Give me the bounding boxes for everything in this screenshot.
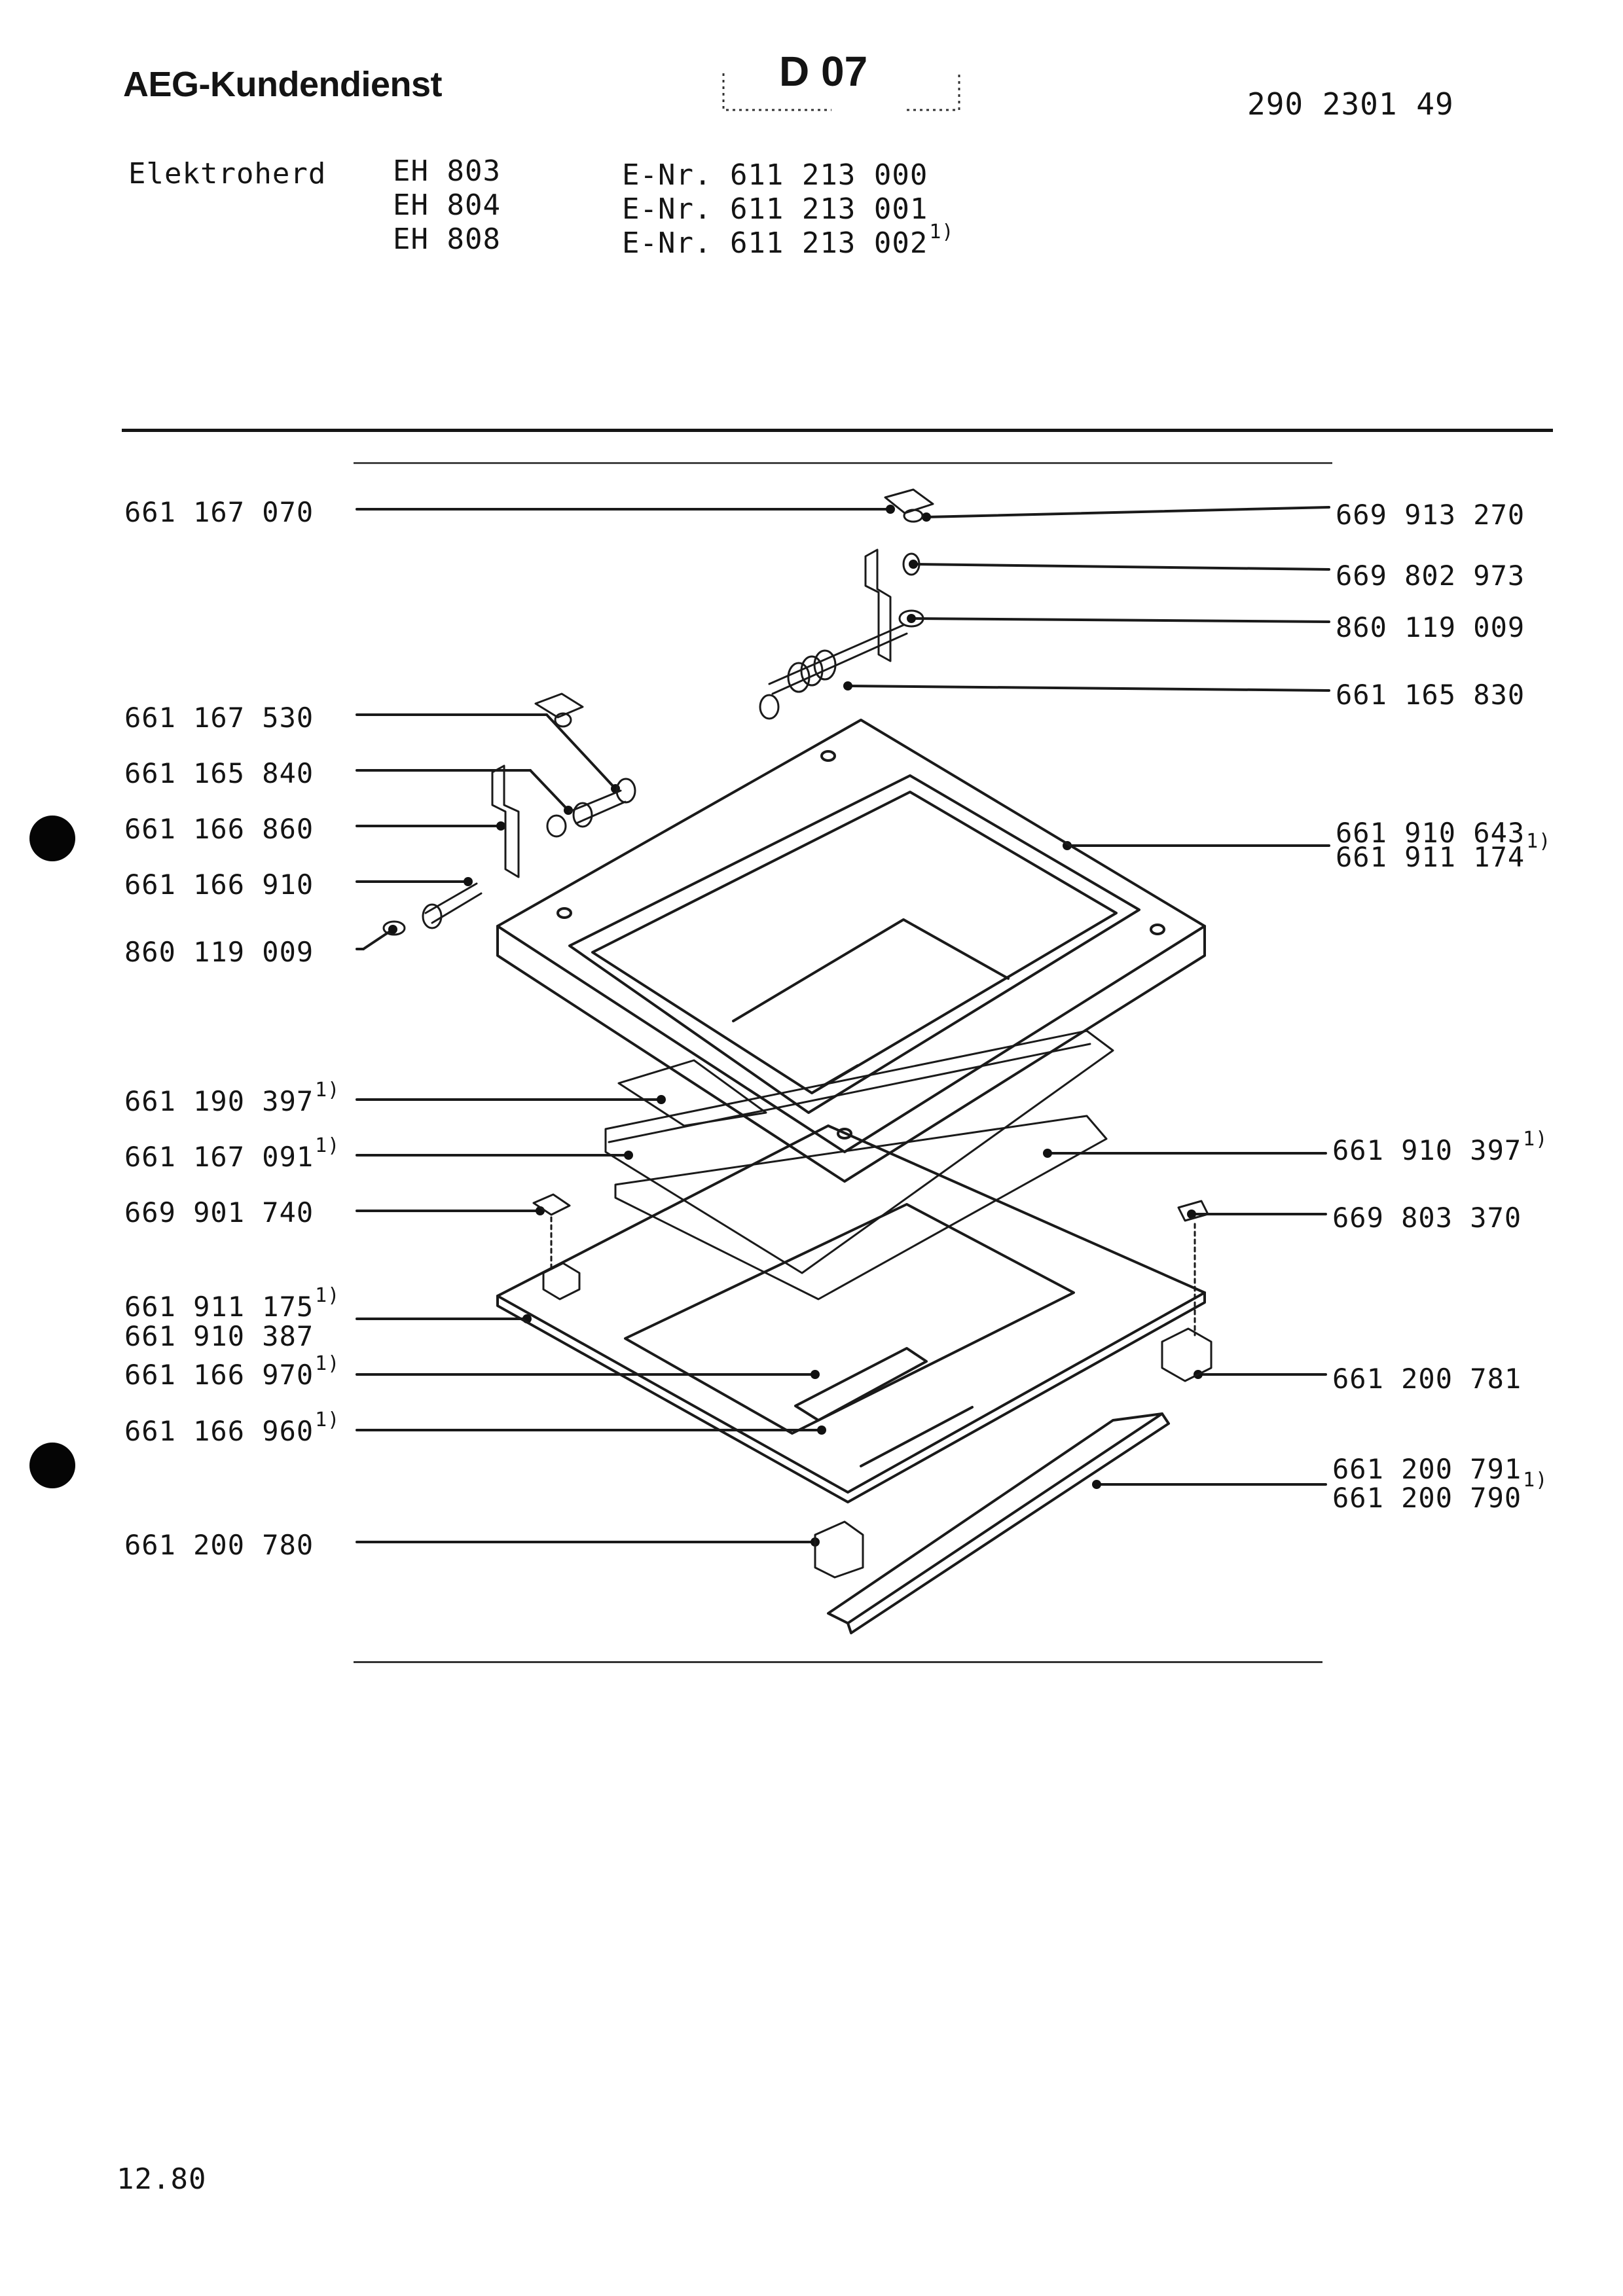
door-frame: [496, 719, 1206, 1183]
part-number: 661 911 175: [124, 1291, 314, 1323]
clips: [532, 1193, 1213, 1579]
part-number: 661 166 960: [124, 1415, 314, 1447]
part-label: 661 165 830: [1336, 679, 1525, 711]
part-label: 661 167 530: [124, 702, 314, 734]
hinge-assembly-right: [759, 488, 934, 720]
diagram-bottom-rule: [354, 1661, 1322, 1663]
part-label: 661 167 070: [124, 496, 314, 528]
part-number: 661 167 091: [124, 1141, 314, 1173]
part-label: 669 802 973: [1336, 560, 1525, 592]
footnote-marker: 1): [1526, 830, 1552, 853]
leader-lines-right: [847, 506, 1330, 1486]
part-label: 661 200 781: [1332, 1363, 1522, 1395]
part-number: 661 200 791: [1332, 1453, 1522, 1485]
footnote-marker: 1): [315, 1352, 340, 1375]
part-number: 661 910 643: [1336, 817, 1525, 849]
part-label: 661 910 6431): [1336, 817, 1551, 853]
part-label: 669 803 370: [1332, 1202, 1522, 1234]
part-label: 860 119 009: [1336, 611, 1525, 643]
category-label: Elektroherd: [128, 157, 327, 190]
hinge-assembly-left: [382, 692, 636, 936]
part-label: 661 911 1751): [124, 1284, 340, 1323]
section-divider: [122, 429, 1553, 432]
revision-date: 12.80: [117, 2162, 207, 2196]
part-label: 661 911 174: [1336, 841, 1525, 873]
footnote-marker: 1): [1523, 1128, 1548, 1151]
enr-eh808-footnote: 1): [929, 221, 955, 243]
model-eh803: EH 803: [393, 154, 501, 188]
footnote-marker: 1): [315, 1408, 340, 1431]
footnote-marker: 1): [315, 1134, 340, 1157]
brand-title: AEG-Kundendienst: [123, 65, 443, 104]
model-eh804: EH 804: [393, 188, 501, 222]
part-label: 661 166 9601): [124, 1408, 340, 1447]
page-code: D 07: [779, 48, 868, 95]
part-label: 669 901 740: [124, 1196, 314, 1229]
part-number: 661 166 970: [124, 1359, 314, 1391]
part-label: 661 165 840: [124, 757, 314, 789]
registration-dot: [29, 1443, 75, 1488]
part-label: 661 200 7911): [1332, 1453, 1548, 1492]
enr-eh804: E-Nr. 611 213 001: [622, 192, 928, 226]
part-label: 661 200 790: [1332, 1482, 1522, 1514]
footnote-marker: 1): [315, 1284, 340, 1307]
handle-bar: [827, 1412, 1170, 1634]
part-label: 661 910 3971): [1332, 1128, 1548, 1166]
doc-number: 290 2301 49: [1247, 86, 1454, 122]
footnote-marker: 1): [1523, 1469, 1548, 1492]
part-label: 661 166 860: [124, 813, 314, 845]
enr-eh803: E-Nr. 611 213 000: [622, 158, 928, 192]
part-label: 661 910 387: [124, 1320, 314, 1352]
glass-panes: [604, 1030, 1114, 1300]
inner-door-panel: [496, 1124, 1206, 1503]
part-number: 661 910 397: [1332, 1134, 1522, 1166]
enr-eh808: E-Nr. 611 213 0021): [622, 221, 954, 260]
part-label: 860 119 009: [124, 936, 314, 968]
part-label: 661 167 0911): [124, 1134, 340, 1173]
footnote-marker: 1): [315, 1079, 340, 1102]
enr-eh808-number: E-Nr. 611 213 002: [622, 226, 928, 260]
part-label: 669 913 270: [1336, 499, 1525, 531]
part-label: 661 166 910: [124, 869, 314, 901]
leader-lines-left: [356, 508, 892, 1543]
part-label: 661 200 780: [124, 1529, 314, 1561]
model-eh808: EH 808: [393, 223, 501, 256]
registration-dot: [29, 816, 75, 861]
part-number: 661 190 397: [124, 1085, 314, 1117]
diagram-top-rule: [354, 462, 1332, 464]
part-label: 661 190 3971): [124, 1079, 340, 1117]
part-label: 661 166 9701): [124, 1352, 340, 1391]
